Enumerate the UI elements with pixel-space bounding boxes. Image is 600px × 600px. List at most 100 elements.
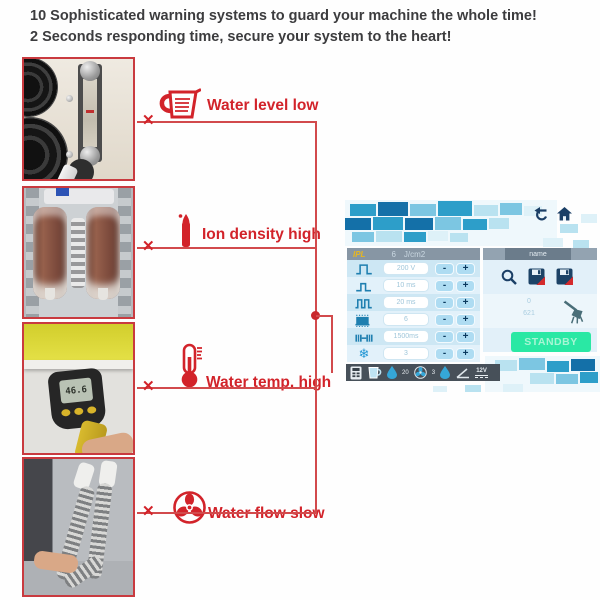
narrow-pulse-icon — [356, 282, 371, 291]
minus-button[interactable]: - — [435, 262, 454, 275]
voltage-icon: 12V — [475, 367, 489, 378]
tube-manifold — [44, 189, 114, 204]
warning-label: Water level low — [207, 97, 319, 114]
back-arrow-icon[interactable] — [533, 207, 549, 221]
water-temp-value: 20 — [402, 369, 409, 376]
mosaic-tile — [433, 386, 447, 392]
plus-button[interactable]: + — [456, 313, 475, 326]
warning-label: Water flow slow — [208, 505, 325, 523]
mosaic-tile — [556, 374, 578, 384]
x-mark: ✕ — [142, 378, 155, 395]
mosaic-tile — [571, 359, 595, 371]
filter-cartridge — [86, 207, 120, 300]
count-bottom: 621 — [523, 310, 535, 317]
thermometer-icon — [181, 343, 202, 388]
param-value-field[interactable]: 1500ms — [383, 330, 429, 343]
param-row: 20 ms - + — [347, 294, 480, 311]
param-value-field[interactable]: 6 — [383, 313, 429, 326]
nozzle — [98, 288, 108, 300]
junction-dot — [311, 311, 320, 320]
preset-count-band: 0 621 — [483, 294, 597, 328]
home-icon[interactable] — [557, 207, 572, 221]
mosaic-tile — [503, 384, 523, 392]
minus-button[interactable]: - — [435, 279, 454, 292]
gun-lcd: 46.6 — [58, 377, 94, 404]
mosaic-tile — [519, 358, 545, 370]
x-mark: ✕ — [142, 112, 155, 129]
photo-temp-gun: 46.6 — [22, 322, 135, 455]
param-value-field[interactable]: 200 V — [383, 262, 429, 275]
nozzle — [45, 288, 55, 300]
gauge-mark — [86, 110, 94, 113]
gauge-knob — [80, 61, 100, 81]
save-disk-icon[interactable] — [528, 268, 545, 285]
broom-icon[interactable] — [563, 298, 589, 324]
angle-icon — [456, 367, 470, 378]
search-icon[interactable] — [501, 269, 517, 285]
measuring-cup-icon — [159, 88, 201, 119]
mosaic-tile — [463, 219, 487, 230]
fan-small-icon — [413, 366, 427, 379]
fan-grille — [24, 59, 58, 117]
save-disk-icon[interactable] — [556, 268, 573, 285]
mosaic-tile — [345, 218, 371, 230]
mosaic-tile — [404, 232, 426, 242]
standby-button[interactable]: STANDBY — [511, 332, 591, 352]
minus-button[interactable]: - — [435, 296, 454, 309]
filter-cartridge — [33, 207, 67, 300]
water-drop-icon — [387, 366, 397, 379]
mosaic-tile — [405, 218, 433, 230]
mosaic-tile — [543, 238, 563, 247]
mosaic-tile — [438, 201, 472, 216]
plus-button[interactable]: + — [456, 347, 475, 360]
voltage-label: 12V — [476, 367, 487, 374]
warning-label: Ion density high — [202, 226, 321, 243]
fan-count-value: 3 — [431, 369, 436, 376]
double-pulse-icon — [355, 298, 372, 308]
handpiece-grid-icon — [350, 366, 362, 379]
headline-line1: 10 Sophisticated warning systems to guar… — [30, 8, 537, 24]
plus-button[interactable]: + — [456, 279, 475, 292]
connector-branch — [316, 315, 332, 317]
param-row: 200 V - + — [347, 260, 480, 277]
mosaic-tile — [474, 205, 498, 216]
mosaic-tile — [573, 240, 589, 248]
status-bar: 20 3 12V — [346, 364, 500, 381]
param-value-field[interactable]: 20 ms — [383, 296, 429, 309]
mosaic-tile — [580, 372, 598, 383]
mosaic-tile — [581, 214, 597, 223]
count-top: 0 — [527, 298, 531, 305]
plus-button[interactable]: + — [456, 296, 475, 309]
mosaic-tile — [410, 204, 436, 216]
energy-unit: J/cm2 — [403, 249, 426, 259]
mosaic-tile — [465, 385, 481, 392]
param-value-field[interactable]: 10 ms — [383, 279, 429, 292]
mosaic-tile — [435, 217, 461, 230]
mosaic-tile — [376, 231, 402, 242]
preset-panel: name 0 621 — [483, 248, 597, 352]
fan-icon — [173, 491, 206, 524]
blue-clamp — [56, 188, 69, 196]
plus-button[interactable]: + — [456, 262, 475, 275]
name-field[interactable]: name — [505, 248, 571, 260]
parameters-panel: IPL 6 J/cm2 200 V - + 10 ms - + 20 ms - … — [347, 248, 480, 362]
mosaic-tile — [352, 232, 374, 242]
gun-button — [61, 408, 71, 417]
gauge-glass — [83, 79, 97, 147]
preset-header: name — [483, 248, 597, 260]
minus-button[interactable]: - — [435, 313, 454, 326]
screw — [66, 151, 73, 158]
gun-button — [73, 407, 84, 416]
mosaic-tile — [489, 218, 509, 229]
level-gauge — [78, 61, 102, 166]
mosaic-tile — [450, 233, 468, 242]
connector-line — [137, 121, 316, 123]
x-mark: ✕ — [142, 503, 155, 520]
plus-button[interactable]: + — [456, 330, 475, 343]
param-value-field[interactable]: 3 — [383, 347, 429, 360]
mosaic-tile — [495, 360, 517, 371]
photo-water-hoses — [22, 457, 135, 597]
spring-coil — [71, 218, 85, 288]
minus-button[interactable]: - — [435, 347, 454, 360]
minus-button[interactable]: - — [435, 330, 454, 343]
